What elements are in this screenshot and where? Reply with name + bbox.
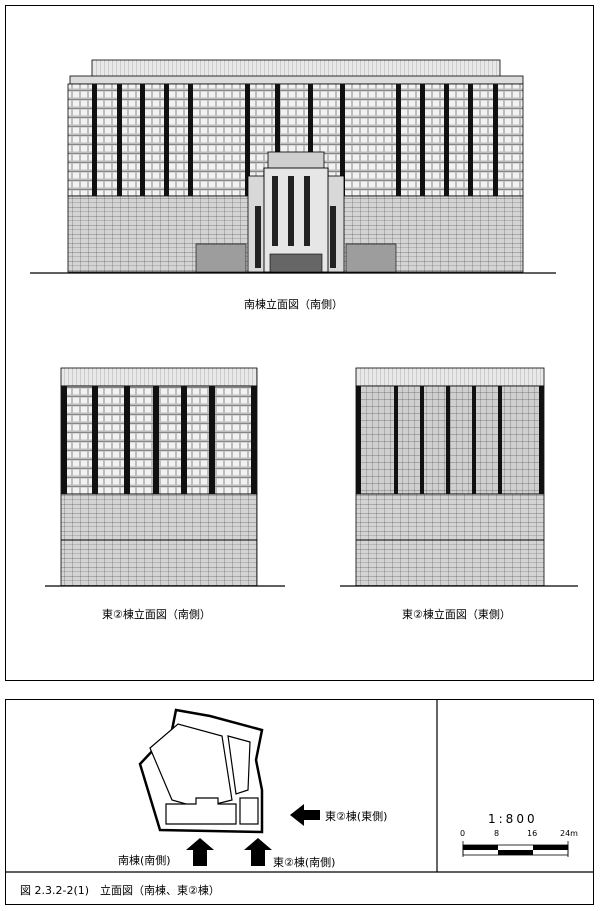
scale-tick-16: 16	[527, 829, 538, 838]
elevation-sheet-frame	[5, 5, 594, 681]
key-plan-label-east2-east: 東②棟(東側)	[325, 810, 388, 823]
east2-east-elevation	[340, 367, 578, 587]
key-plan-label-east2-south: 東②棟(南側)	[273, 856, 336, 869]
key-plan	[138, 708, 320, 866]
south-elevation-title: 南棟立面図（南側）	[244, 298, 343, 311]
scale-bar	[462, 841, 569, 857]
figure-caption: 図 2.3.2-2(1) 立面図（南棟、東②棟）	[20, 884, 220, 897]
scale-tick-0: 0	[460, 829, 466, 838]
scale-tick-8: 8	[494, 829, 500, 838]
east2-east-elevation-title: 東②棟立面図（東側）	[402, 608, 511, 621]
key-plan-label-south: 南棟(南側)	[118, 854, 171, 867]
legend-frame	[5, 699, 594, 905]
scale-tick-24m: 24m	[560, 829, 578, 838]
south-building-elevation	[30, 59, 556, 274]
east2-south-elevation-title: 東②棟立面図（南側）	[102, 608, 211, 621]
east2-south-elevation	[45, 367, 285, 587]
scale-ratio: 1:800	[488, 812, 538, 826]
